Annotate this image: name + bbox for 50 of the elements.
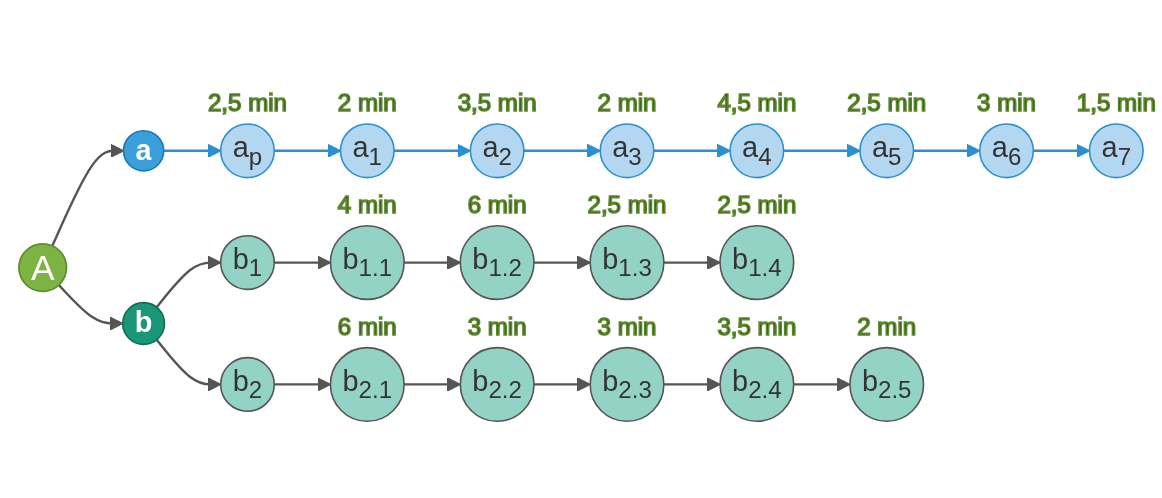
node-circle: b$_{1.1}$: [329, 225, 405, 301]
node-circle: b$_{1.2}$: [459, 225, 535, 301]
duration-label: 2,5 min: [208, 89, 287, 117]
node-circle: b$_{2}$: [219, 357, 276, 413]
duration-label: 6 min: [467, 191, 527, 219]
duration-label: 3,5 min: [717, 313, 797, 341]
duration-label: 2 min: [337, 89, 397, 117]
duration-label: 2,5 min: [717, 191, 797, 219]
arrow: [793, 377, 851, 392]
node-circle: b: [121, 302, 166, 346]
arrow: [653, 144, 731, 159]
node-circle: b$_{2.5}$: [849, 347, 925, 423]
node-circle: a: [122, 130, 165, 173]
arrow: [394, 144, 471, 159]
node-circle: b$_{2.2}$: [459, 347, 535, 423]
node-circle: b$_{2.3}$: [589, 347, 665, 423]
arrow: [663, 377, 721, 392]
duration-label: 2 min: [597, 89, 657, 117]
duration-label: 3 min: [467, 313, 527, 341]
node-circle: a$_{1}$: [339, 123, 395, 179]
duration-label: 3 min: [977, 89, 1036, 117]
node-circle: a$_{6}$: [978, 123, 1035, 179]
arrow: [663, 255, 721, 271]
duration-label: 4,5 min: [717, 89, 797, 117]
duration-label: 2,5 min: [847, 89, 927, 117]
node-circle: b$_{1.3}$: [589, 225, 665, 301]
duration-label: 3 min: [597, 313, 657, 341]
node-circle: a$_{5}$: [859, 123, 915, 179]
node-circle: b$_{1}$: [219, 235, 276, 291]
node-circle: a$_{p}$: [219, 123, 276, 179]
duration-label: 4 min: [337, 191, 397, 219]
node-circle: A: [18, 243, 68, 293]
node-circle: b$_{1.4}$: [719, 225, 795, 301]
node-circle: a$_{2}$: [469, 123, 525, 179]
arrow: [404, 377, 461, 392]
node-circle: a$_{4}$: [729, 123, 785, 179]
node-circle: b$_{2.1}$: [329, 347, 405, 423]
arrow: [534, 377, 591, 392]
node-circle: a$_{3}$: [599, 123, 655, 179]
duration-label: 1,5 min: [1076, 89, 1156, 117]
arrow: [404, 255, 461, 271]
node-circle: a$_{7}$: [1088, 123, 1144, 179]
arrow: [534, 255, 591, 271]
duration-label: 6 min: [337, 313, 397, 341]
arrow: [783, 144, 861, 159]
duration-label: 3,5 min: [457, 89, 537, 117]
duration-label: 2 min: [857, 313, 917, 341]
arrow: [523, 144, 601, 159]
node-circle: b$_{2.4}$: [719, 347, 795, 423]
duration-label: 2,5 min: [587, 191, 667, 219]
